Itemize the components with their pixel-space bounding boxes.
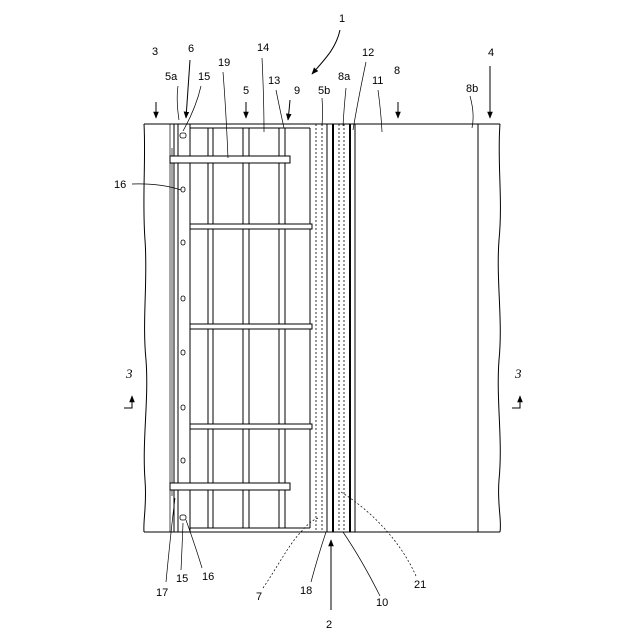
label-1: 1	[339, 13, 345, 25]
label-6: 6	[188, 43, 194, 55]
label-15-top: 15	[198, 71, 210, 83]
section-label-right: 3	[514, 366, 522, 381]
label-17: 17	[156, 587, 168, 599]
label-13: 13	[268, 75, 280, 87]
label-14: 14	[257, 42, 269, 54]
label-10: 10	[376, 597, 388, 609]
label-2: 2	[326, 619, 332, 631]
label-8a: 8a	[338, 71, 351, 83]
label-18: 18	[300, 585, 312, 597]
seam-lines	[316, 124, 355, 532]
label-8: 8	[394, 65, 400, 77]
section-label-left: 3	[125, 366, 133, 381]
label-4: 4	[488, 47, 494, 59]
bolts	[180, 133, 186, 520]
crossbar-19	[170, 156, 290, 490]
label-11: 11	[372, 75, 383, 87]
label-12: 12	[362, 47, 374, 59]
label-5b: 5b	[318, 85, 330, 97]
label-21: 21	[414, 579, 426, 591]
label-16-left: 16	[114, 179, 126, 191]
label-3: 3	[152, 46, 158, 58]
label-19: 19	[218, 57, 230, 69]
label-8b: 8b	[466, 83, 478, 95]
label-7: 7	[256, 591, 262, 603]
label-15-bottom: 15	[176, 573, 188, 585]
label-5: 5	[243, 85, 249, 97]
label-16-bottom: 16	[202, 571, 214, 583]
label-5a: 5a	[165, 71, 178, 83]
label-9: 9	[294, 85, 300, 97]
reference-labels: 1 3 6 5a 15 19 14 5 13 9 5b 8a 12 11 8 8…	[114, 13, 522, 631]
left-frame-member	[172, 124, 190, 532]
arrow-leaders	[156, 30, 490, 610]
